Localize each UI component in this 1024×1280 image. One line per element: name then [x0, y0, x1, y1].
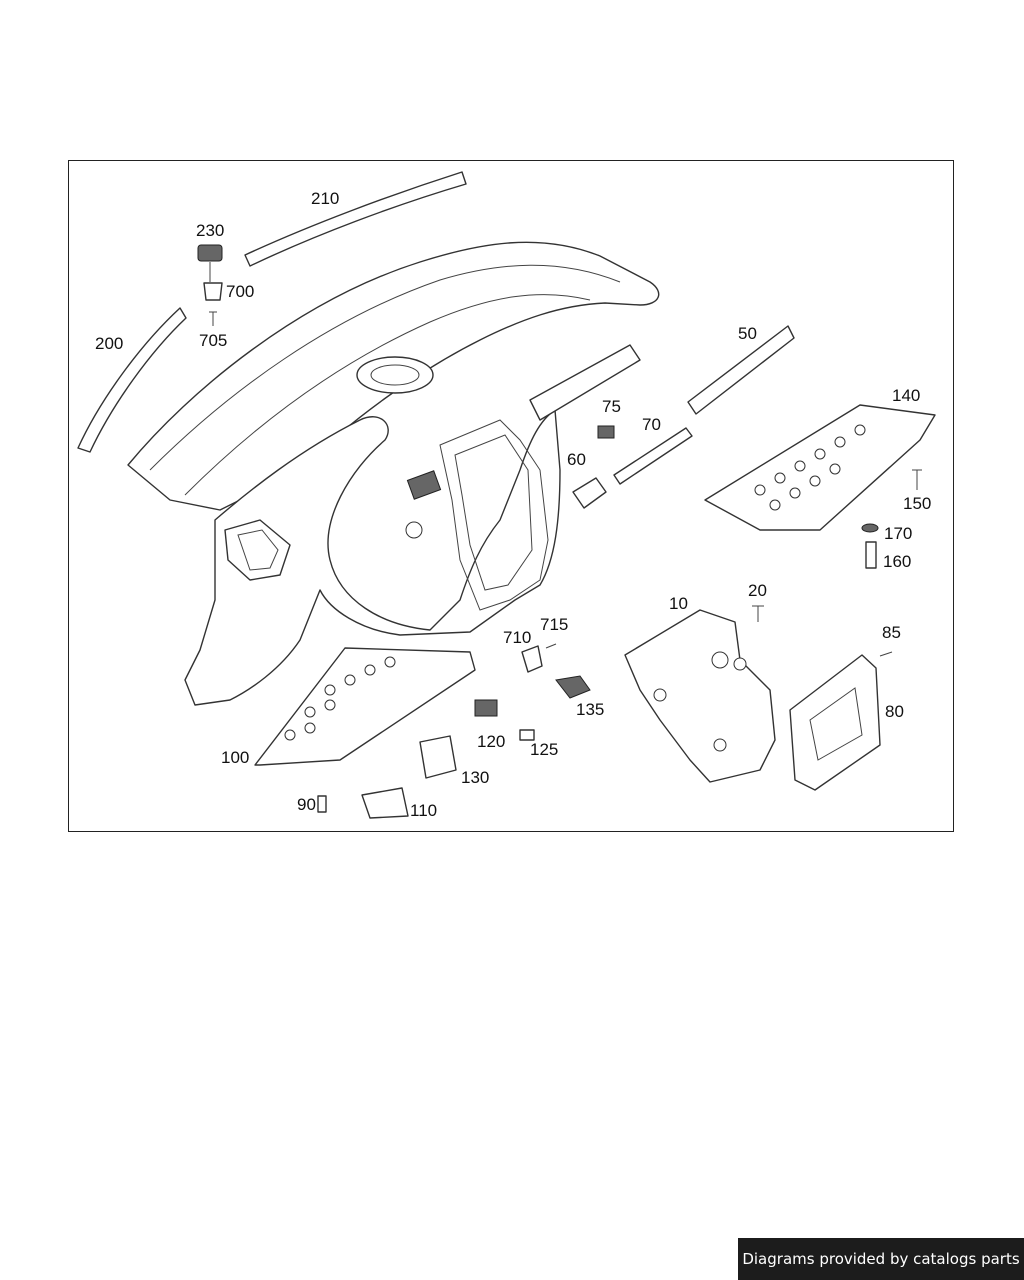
- callout-715: 715: [540, 615, 568, 634]
- part-710: [521, 645, 543, 673]
- callout-710: 710: [503, 628, 531, 647]
- clip-75: [597, 425, 615, 439]
- part-130: [419, 735, 457, 779]
- part-120: [474, 699, 498, 717]
- trim-strip-200: [77, 307, 187, 453]
- part-125: [519, 729, 535, 741]
- callout-110: 110: [410, 801, 437, 820]
- screw-20: [752, 605, 764, 622]
- trim-strip-50: [687, 325, 795, 415]
- callout-160: 160: [883, 552, 911, 571]
- callout-50: 50: [738, 324, 757, 343]
- diagram-frame: [68, 160, 954, 832]
- screw-150: [912, 469, 922, 490]
- callout-150: 150: [903, 494, 931, 513]
- part-135: [555, 675, 591, 699]
- callout-125: 125: [530, 740, 558, 759]
- tray-100: [254, 647, 476, 766]
- dashboard-main-part: [127, 241, 660, 706]
- screw-715: [545, 643, 557, 649]
- callout-700: 700: [226, 282, 254, 301]
- callout-70: 70: [642, 415, 661, 434]
- callout-60: 60: [567, 450, 586, 469]
- cover-60: [572, 477, 607, 509]
- callout-140: 140: [892, 386, 920, 405]
- callout-80: 80: [885, 702, 904, 721]
- trim-strip-70: [613, 427, 693, 485]
- callout-120: 120: [477, 732, 505, 751]
- part-700: [203, 282, 223, 301]
- callout-230: 230: [196, 221, 224, 240]
- callout-200: 200: [95, 334, 123, 353]
- screw-85: [879, 651, 893, 657]
- tray-140: [704, 404, 936, 531]
- callout-130: 130: [461, 768, 489, 787]
- switch-230: [197, 244, 223, 262]
- callout-75: 75: [602, 397, 621, 416]
- trim-panel-80: [789, 654, 881, 791]
- callout-85: 85: [882, 623, 901, 642]
- washer-170: [861, 523, 879, 533]
- callout-10: 10: [669, 594, 688, 613]
- bracket-10: [624, 609, 776, 783]
- part-110: [361, 787, 409, 819]
- callout-135: 135: [576, 700, 604, 719]
- callout-210: 210: [311, 189, 339, 208]
- bolt-90: [317, 795, 327, 813]
- trim-strip-210: [244, 171, 467, 267]
- bolt-160: [865, 541, 877, 569]
- callout-20: 20: [748, 581, 767, 600]
- screw-705: [209, 311, 217, 326]
- callout-170: 170: [884, 524, 912, 543]
- callout-90: 90: [297, 795, 316, 814]
- callout-705: 705: [199, 331, 227, 350]
- credit-banner: Diagrams provided by catalogs parts: [738, 1238, 1024, 1280]
- callout-100: 100: [221, 748, 249, 767]
